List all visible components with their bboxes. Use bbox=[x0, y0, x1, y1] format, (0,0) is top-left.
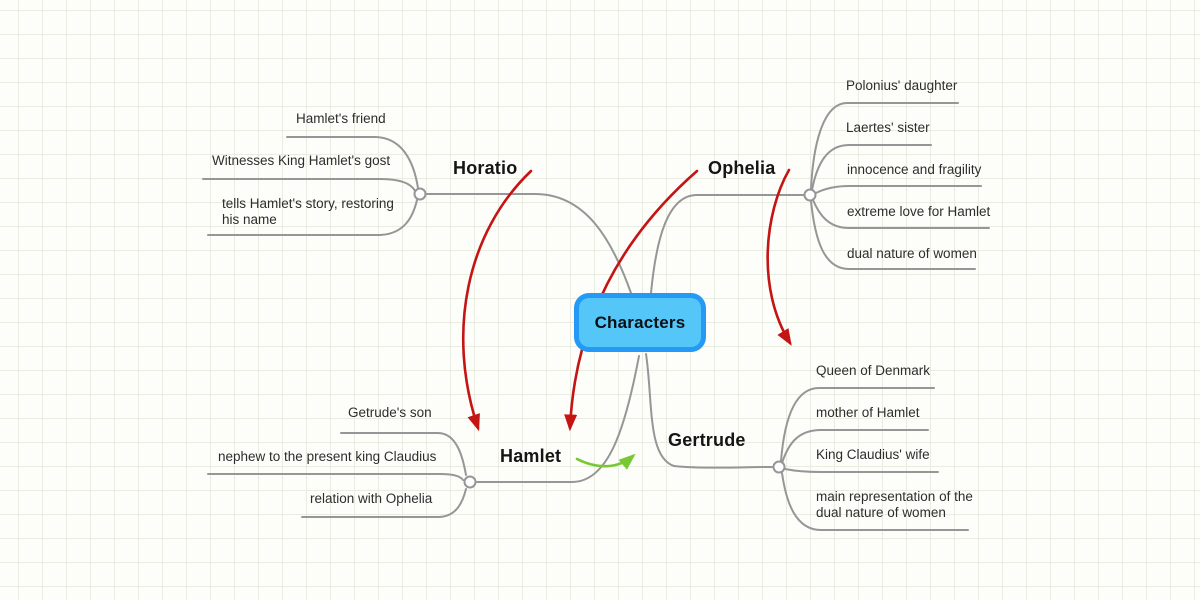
node-horatio[interactable]: Horatio bbox=[453, 158, 518, 178]
root-node-label: Characters bbox=[579, 298, 701, 347]
item-gertrude-2[interactable]: mother of Hamlet bbox=[816, 405, 920, 420]
branch-line-gertrude-item-3 bbox=[784, 468, 939, 473]
branch-line-horatio-item-3 bbox=[207, 199, 418, 236]
branch-line-gertrude-item-2 bbox=[781, 429, 929, 464]
connector-gertrude[interactable] bbox=[772, 460, 786, 474]
branch-line-ophelia bbox=[650, 194, 805, 294]
item-gertrude-4[interactable]: main representation of the dual nature o… bbox=[816, 489, 973, 521]
branch-lines-group bbox=[202, 102, 990, 531]
item-horatio-1[interactable]: Hamlet's friend bbox=[296, 111, 386, 126]
branch-line-ophelia-item-3 bbox=[815, 185, 982, 194]
item-ophelia-4[interactable]: extreme love for Hamlet bbox=[847, 204, 991, 219]
branch-line-horatio-item-2 bbox=[202, 178, 416, 192]
branch-line-gertrude bbox=[645, 353, 773, 469]
connector-horatio[interactable] bbox=[413, 187, 427, 201]
arrow-red-horatio-to-hamlet[interactable] bbox=[461, 169, 533, 432]
branch-line-ophelia-item-5 bbox=[810, 200, 976, 270]
item-line: his name bbox=[222, 212, 277, 227]
arrow-red-ophelia-to-gertrude[interactable] bbox=[766, 168, 792, 346]
item-line: main representation of the bbox=[816, 489, 973, 504]
item-ophelia-2[interactable]: Laertes' sister bbox=[846, 120, 930, 135]
item-line: dual nature of women bbox=[816, 505, 946, 520]
node-hamlet[interactable]: Hamlet bbox=[500, 446, 562, 466]
arrow-red-ophelia-to-hamlet[interactable] bbox=[564, 169, 699, 432]
branch-line-horatio-item-1 bbox=[286, 136, 419, 189]
node-ophelia[interactable]: Ophelia bbox=[708, 158, 776, 178]
branch-line-horatio bbox=[425, 193, 632, 294]
item-ophelia-1[interactable]: Polonius' daughter bbox=[846, 78, 958, 93]
node-gertrude[interactable]: Gertrude bbox=[668, 430, 746, 450]
item-hamlet-2[interactable]: nephew to the present king Claudius bbox=[218, 449, 437, 464]
item-ophelia-3[interactable]: innocence and fragility bbox=[847, 162, 982, 177]
branch-line-gertrude-item-1 bbox=[780, 387, 935, 462]
root-node-characters[interactable]: Characters bbox=[574, 293, 706, 352]
branch-line-hamlet-item-3 bbox=[301, 488, 467, 518]
red-arrows-group bbox=[461, 168, 792, 432]
connector-hamlet[interactable] bbox=[463, 475, 477, 489]
branch-line-gertrude-item-4 bbox=[781, 472, 969, 531]
item-line: tells Hamlet's story, restoring bbox=[222, 196, 394, 211]
connector-ophelia[interactable] bbox=[803, 188, 817, 202]
item-hamlet-1[interactable]: Getrude's son bbox=[348, 405, 432, 420]
branch-line-ophelia-item-4 bbox=[812, 199, 990, 229]
item-gertrude-1[interactable]: Queen of Denmark bbox=[816, 363, 931, 378]
branch-line-ophelia-item-2 bbox=[811, 144, 932, 191]
item-horatio-2[interactable]: Witnesses King Hamlet's gost bbox=[212, 153, 391, 168]
branch-line-hamlet-item-1 bbox=[340, 432, 467, 476]
branch-line-hamlet bbox=[476, 355, 640, 483]
item-ophelia-5[interactable]: dual nature of women bbox=[847, 246, 977, 261]
item-horatio-3[interactable]: tells Hamlet's story, restoring his name bbox=[222, 196, 394, 228]
branch-line-hamlet-item-2 bbox=[207, 473, 464, 481]
item-gertrude-3[interactable]: King Claudius' wife bbox=[816, 447, 930, 462]
branch-line-ophelia-item-1 bbox=[810, 102, 959, 190]
green-arrows-group bbox=[575, 453, 636, 470]
arrow-green-hamlet-to-gertrude[interactable] bbox=[575, 453, 636, 470]
item-hamlet-3[interactable]: relation with Ophelia bbox=[310, 491, 433, 506]
